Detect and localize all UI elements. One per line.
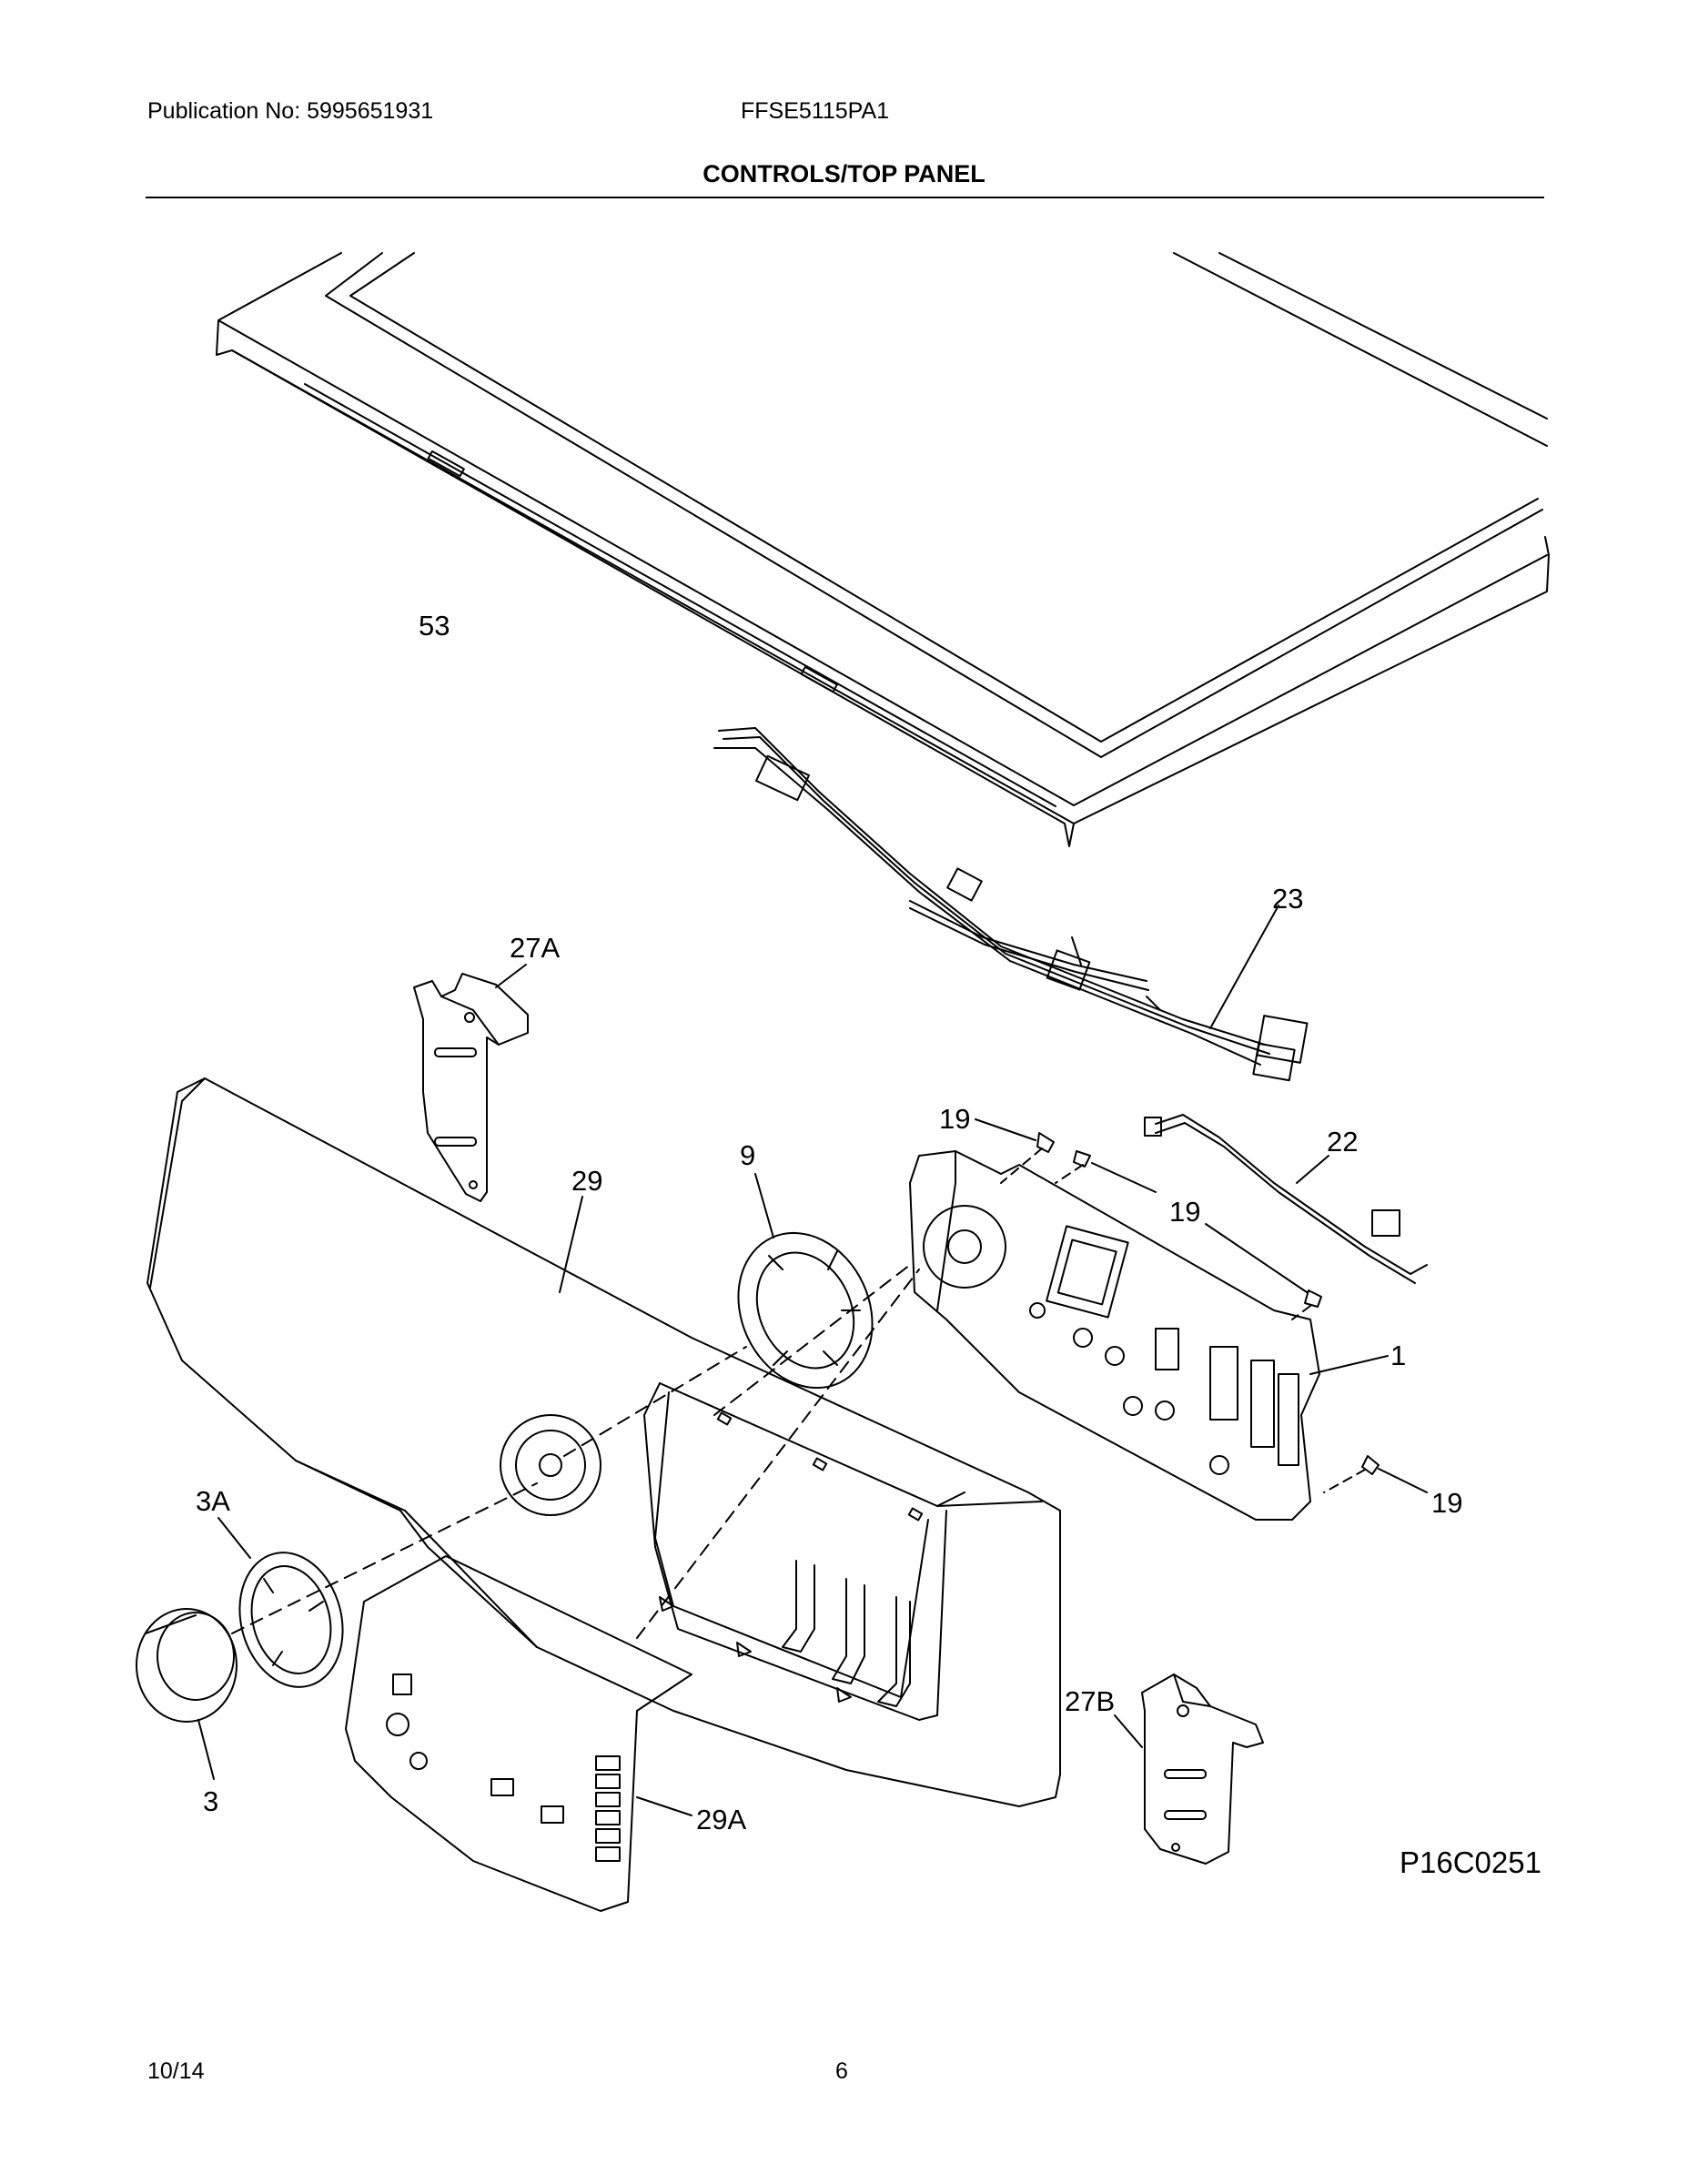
wire-harness-part-23	[713, 727, 1309, 1082]
leader-line-19b-top	[1091, 1162, 1157, 1193]
page-number: 6	[835, 2058, 848, 2084]
leader-line-27A	[495, 964, 527, 988]
model-number: FFSE5115PA1	[741, 98, 890, 124]
leader-line-3A	[217, 1517, 251, 1559]
callout-3A: 3A	[196, 1485, 230, 1517]
page-title: CONTROLS/TOP PANEL	[702, 160, 986, 187]
figure-code: P16C0251	[1400, 1845, 1541, 1879]
publication-number: Publication No: 5995651931	[147, 98, 434, 124]
screws-part-19	[1036, 1132, 1380, 1475]
cable-part-22	[1144, 1114, 1428, 1284]
console-part-29	[147, 1077, 1061, 1807]
ring-part-3A	[238, 1552, 344, 1688]
callout-19-top: 19	[939, 1103, 970, 1135]
callout-27B: 27B	[1065, 1685, 1115, 1717]
callout-29A: 29A	[696, 1804, 746, 1835]
leader-line-29	[559, 1196, 583, 1293]
control-board-part-1	[909, 1150, 1320, 1521]
leader-line-9	[754, 1173, 774, 1239]
leader-line-19c	[1378, 1468, 1428, 1493]
leader-line-19b	[1205, 1223, 1308, 1293]
leader-line-27B	[1114, 1714, 1143, 1748]
callout-1: 1	[1390, 1340, 1406, 1371]
knob-part-3	[136, 1608, 238, 1723]
callout-9: 9	[740, 1139, 755, 1171]
callout-27A: 27A	[510, 932, 560, 964]
callout-53: 53	[419, 610, 450, 642]
leader-line-22	[1296, 1155, 1329, 1184]
bracket-part-27B	[1141, 1673, 1264, 1865]
bracket-part-27A	[413, 973, 529, 1202]
leader-line-29A	[636, 1796, 692, 1816]
callout-19-middle: 19	[1169, 1196, 1200, 1228]
title-rule	[146, 197, 1544, 198]
top-panel-part-53	[216, 252, 1550, 847]
ring-part-9	[737, 1231, 874, 1390]
leader-line-19a	[975, 1118, 1036, 1141]
footer-date: 10/14	[147, 2058, 205, 2084]
callout-3: 3	[203, 1785, 218, 1817]
leader-line-1	[1309, 1355, 1389, 1375]
callout-labels: 53 23 27A 19 22 9 29 19 1 19 3A 27B 3 29…	[196, 610, 1462, 1835]
callout-19-bottom: 19	[1431, 1487, 1462, 1519]
callout-29: 29	[571, 1165, 602, 1197]
callout-23: 23	[1272, 883, 1303, 915]
alignment-lines	[231, 1264, 920, 1639]
callout-22: 22	[1327, 1126, 1358, 1158]
leader-line-3	[197, 1719, 215, 1780]
leader-line-23	[1209, 905, 1279, 1029]
overlay-part-29A	[345, 1555, 692, 1912]
